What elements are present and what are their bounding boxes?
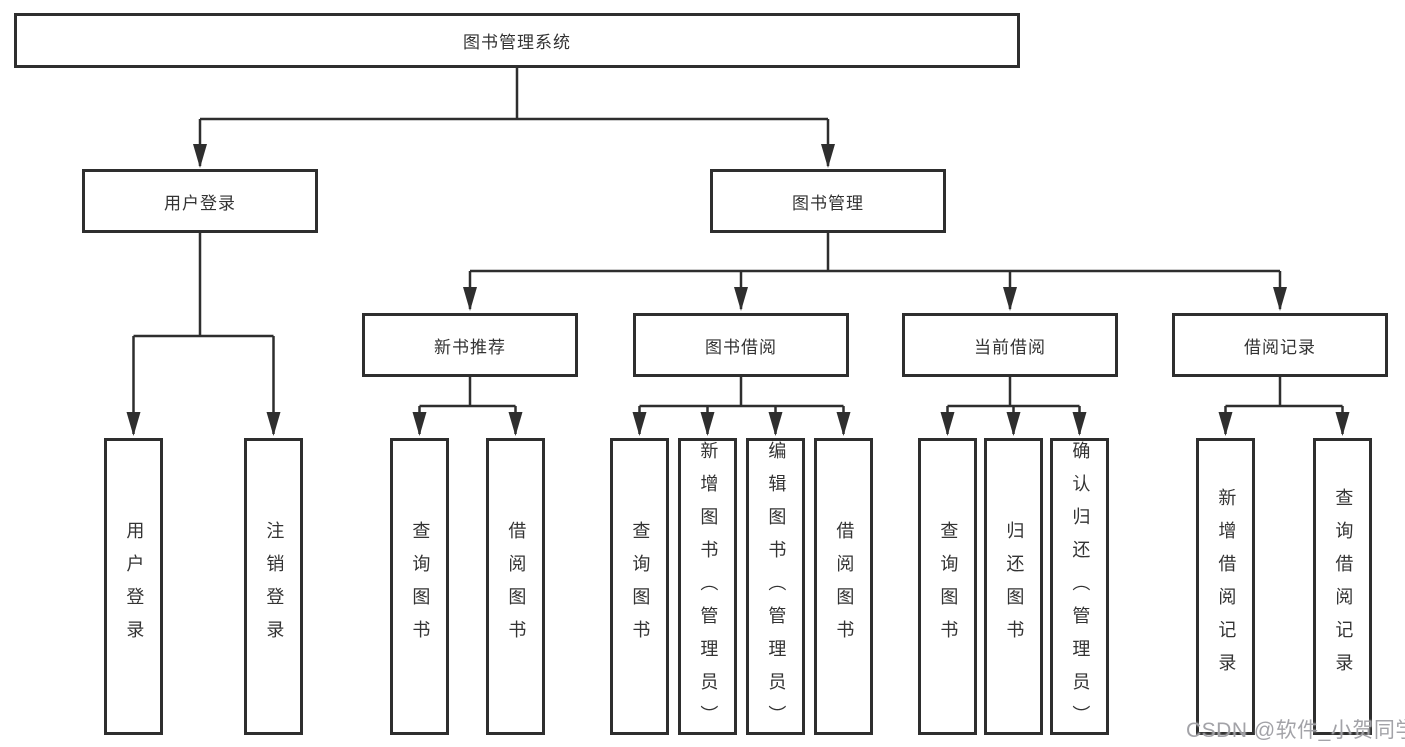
node-book-management: 图书管理	[710, 169, 946, 233]
leaf-confirm-return-admin: 确认归还（管理员）	[1050, 438, 1109, 735]
leaf-borrow-books-recommend: 借阅图书	[486, 438, 545, 735]
connector-new-book-recommend	[412, 377, 523, 436]
connector-borrow-records	[1218, 377, 1350, 436]
csdn-watermark: CSDN @软件_小贺同学	[1186, 719, 1405, 742]
node-book-borrow: 图书借阅	[633, 313, 849, 377]
connector-current-borrow	[940, 377, 1087, 436]
connector-root	[193, 68, 835, 168]
connector-book-management	[463, 233, 1287, 311]
leaf-add-borrow-record: 新增借阅记录	[1196, 438, 1255, 735]
leaf-add-books-admin: 新增图书（管理员）	[678, 438, 737, 735]
leaf-borrow-books: 借阅图书	[814, 438, 873, 735]
node-root: 图书管理系统	[14, 13, 1020, 68]
leaf-query-books-borrow: 查询图书	[610, 438, 669, 735]
node-user-login: 用户登录	[82, 169, 318, 233]
leaf-user-login: 用户登录	[104, 438, 163, 735]
leaf-query-borrow-record: 查询借阅记录	[1313, 438, 1372, 735]
leaf-query-books-current: 查询图书	[918, 438, 977, 735]
connector-book-borrow	[632, 377, 851, 436]
leaf-logout: 注销登录	[244, 438, 303, 735]
node-borrow-records: 借阅记录	[1172, 313, 1388, 377]
leaf-return-books: 归还图书	[984, 438, 1043, 735]
leaf-edit-books-admin: 编辑图书（管理员）	[746, 438, 805, 735]
leaf-query-books-recommend: 查询图书	[390, 438, 449, 735]
node-new-book-recommend: 新书推荐	[362, 313, 578, 377]
connector-user-login	[126, 233, 281, 436]
node-current-borrow: 当前借阅	[902, 313, 1118, 377]
